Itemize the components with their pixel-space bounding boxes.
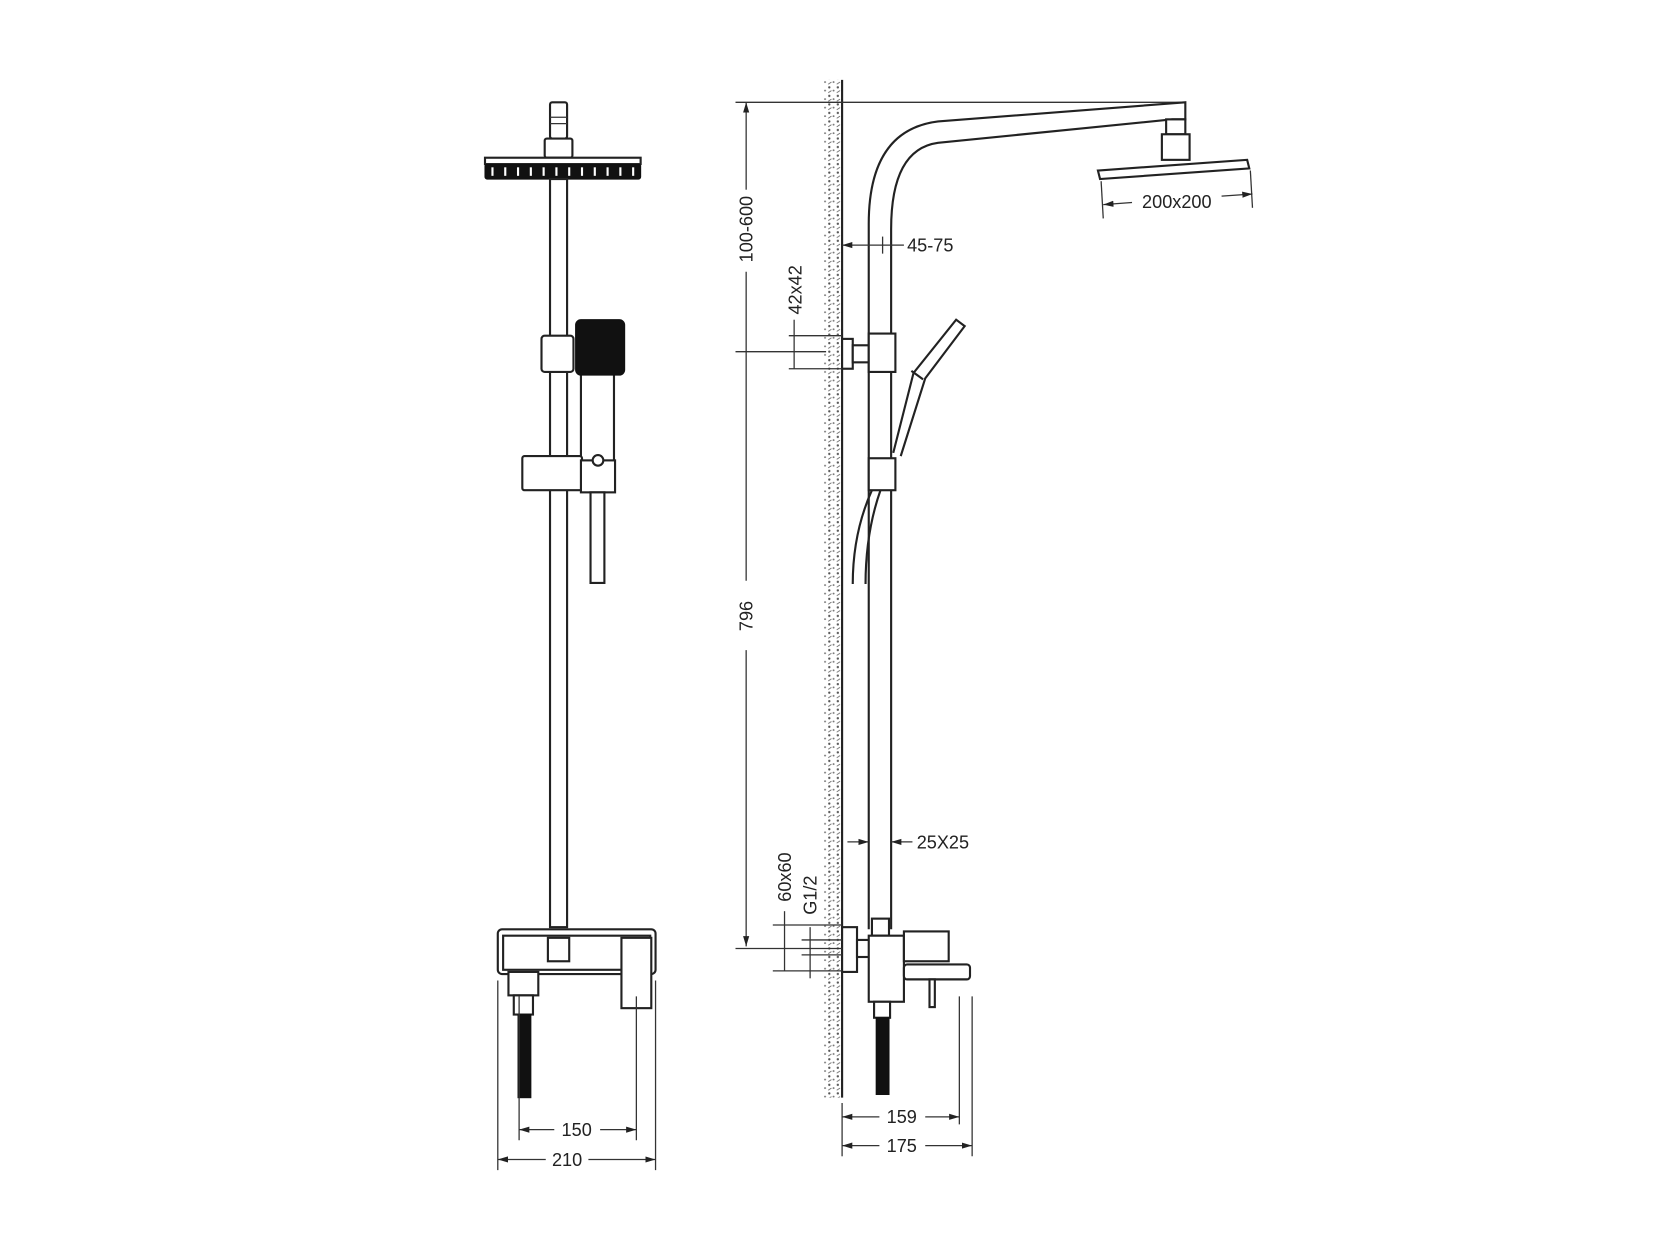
shower-arm-and-rail (867, 101, 1187, 930)
dim-head-size: 200x200 (1142, 192, 1211, 212)
shower-rail (548, 177, 569, 929)
side-dimensions: 200x200 45-75 100-600 796 42x42 25X25 (735, 102, 1254, 1157)
dim-rail-section: 25X25 (917, 832, 969, 852)
dim-spout-reach: 159 (887, 1107, 917, 1127)
mixer-valve-side (841, 917, 972, 1096)
rain-shower-head (483, 101, 642, 180)
mixer-valve (496, 928, 657, 1099)
dim-inner-width: 150 (562, 1120, 592, 1140)
dim-total-width: 210 (552, 1150, 582, 1170)
front-view: 150 210 (483, 101, 657, 1171)
dim-height-adjust: 100-600 (737, 196, 757, 262)
wall-bracket (841, 332, 897, 373)
slider-bracket (540, 334, 575, 373)
dim-bracket-size: 42x42 (786, 265, 806, 314)
dim-thread: G1/2 (801, 876, 821, 915)
side-view: 200x200 45-75 100-600 796 42x42 25X25 (735, 79, 1254, 1157)
hand-shower-side (851, 318, 967, 585)
rain-shower-head-side (1096, 118, 1251, 181)
hand-shower-holder (521, 453, 617, 585)
dim-rail-offset: 45-75 (907, 236, 953, 256)
front-dimensions: 150 210 (497, 980, 657, 1171)
dim-flange-size: 60x60 (775, 852, 795, 901)
hand-shower (575, 319, 626, 465)
dim-total-depth: 175 (887, 1136, 917, 1156)
dim-rail-height: 796 (737, 601, 757, 631)
wall-hatch (823, 79, 843, 1098)
